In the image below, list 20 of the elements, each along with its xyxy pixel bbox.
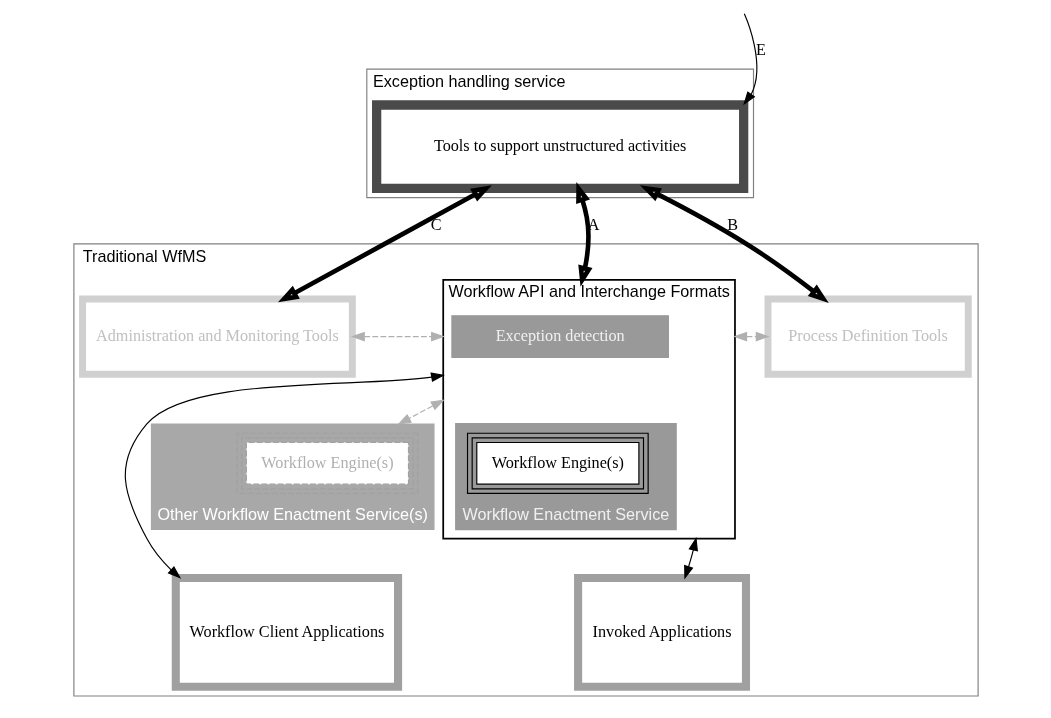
arrow bbox=[277, 185, 492, 303]
node-box: Exception detection bbox=[450, 315, 669, 358]
node-box: Tools to support unstructured activities bbox=[371, 100, 748, 193]
node-box: Workflow Engine(s) bbox=[466, 432, 649, 494]
node-box: Invoked Applications bbox=[573, 573, 750, 691]
node-box: Workflow Engine(s) bbox=[236, 432, 418, 494]
arrow bbox=[683, 536, 698, 580]
arrow bbox=[732, 331, 770, 342]
arrow bbox=[742, 13, 757, 106]
edge-label: C bbox=[430, 216, 442, 235]
edge-label: B bbox=[726, 216, 738, 235]
arrow bbox=[124, 372, 445, 579]
node-box: Workflow Client Applications bbox=[171, 573, 402, 691]
arrow bbox=[639, 185, 829, 304]
arrow bbox=[350, 331, 445, 342]
arrow bbox=[396, 399, 445, 425]
node-box: Process Definition Tools bbox=[764, 295, 972, 378]
edge-label: E bbox=[755, 41, 766, 60]
arrow bbox=[575, 182, 592, 287]
node-box: Administration and Monitoring Tools bbox=[78, 295, 356, 378]
